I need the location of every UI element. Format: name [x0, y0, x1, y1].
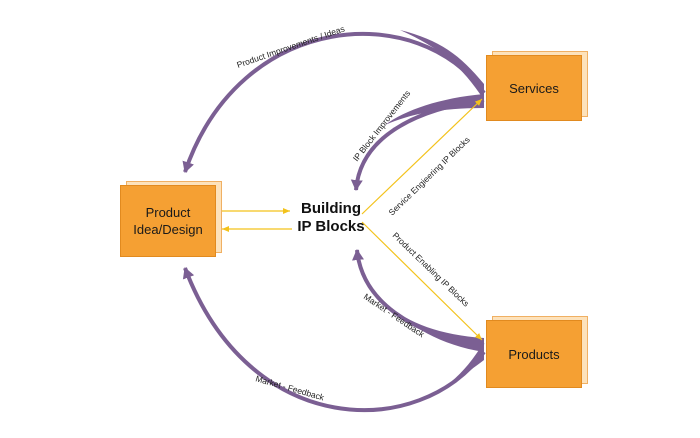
- node-product-idea-line1: Product: [145, 205, 191, 220]
- arrow-ip-block-improvements-taper: [385, 94, 484, 125]
- arrow-center-to-services: [361, 98, 483, 215]
- node-services-label: Services: [509, 80, 559, 96]
- node-product-idea-line2: Idea/Design: [133, 222, 203, 237]
- node-building-ip-blocks: Building IP Blocks: [296, 200, 366, 236]
- node-products: Products: [486, 320, 582, 388]
- label-market-feedback-outer: Market - Feedback: [254, 373, 326, 402]
- label-product-improvements: Product Improvements / Ideas: [235, 24, 345, 70]
- arrow-market-feedback-outer-taper: [400, 342, 484, 408]
- arrow-center-to-products: [361, 221, 483, 341]
- node-products-label: Products: [508, 346, 560, 362]
- arrow-market-feedback-inner-taper: [388, 305, 484, 352]
- node-services: Services: [486, 55, 582, 121]
- node-center-line1: Building: [301, 200, 361, 217]
- node-product-idea-design: Product Idea/Design: [120, 185, 216, 257]
- arrow-market-feedback-outer: [182, 267, 486, 413]
- label-market-feedback-inner: Market - Feedback: [362, 291, 427, 339]
- label-product-enabling: Product Enabling IP Blocks: [391, 230, 472, 308]
- node-center-line2: IP Blocks: [297, 218, 365, 235]
- label-service-engineering: Service Engieering IP Blocks: [386, 135, 471, 218]
